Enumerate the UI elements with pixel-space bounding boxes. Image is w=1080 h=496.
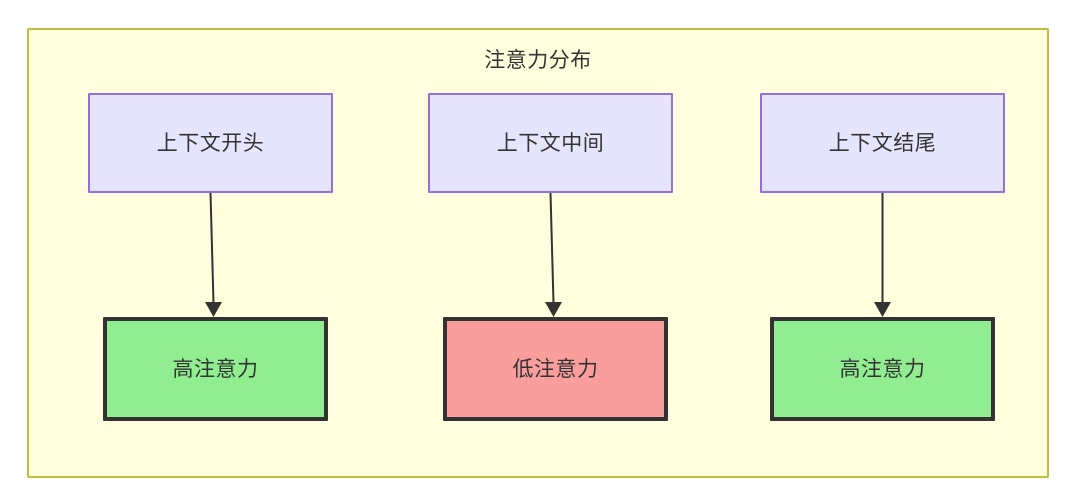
- node-label: 高注意力: [839, 357, 926, 381]
- node-low-attention-mid[interactable]: 低注意力: [443, 317, 668, 421]
- node-high-attention-end[interactable]: 高注意力: [770, 317, 995, 421]
- node-ctx-start[interactable]: 上下文开头: [88, 93, 333, 193]
- node-label: 高注意力: [172, 357, 259, 381]
- subgraph-title: 注意力分布: [484, 49, 592, 72]
- node-label: 低注意力: [512, 357, 599, 381]
- node-label: 上下文结尾: [828, 131, 937, 155]
- node-ctx-mid[interactable]: 上下文中间: [428, 93, 673, 193]
- node-ctx-end[interactable]: 上下文结尾: [760, 93, 1005, 193]
- node-high-attention-start[interactable]: 高注意力: [103, 317, 328, 421]
- node-label: 上下文中间: [496, 131, 605, 155]
- node-label: 上下文开头: [156, 131, 265, 155]
